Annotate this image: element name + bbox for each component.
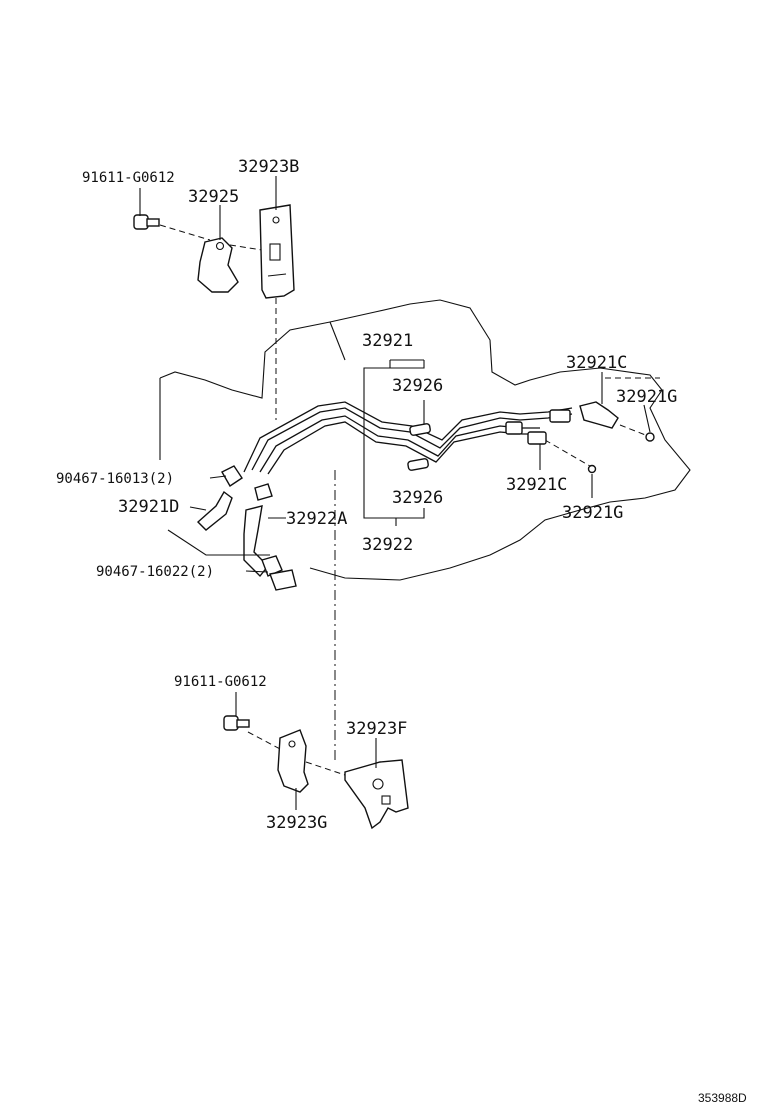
label-bracket-32923f: 32923F (346, 719, 407, 739)
label-gasket-32921g-top: 32921G (616, 387, 677, 407)
label-hose-32922a: 32922A (286, 509, 347, 529)
hose-parts (196, 465, 297, 591)
leader-lines (139, 176, 651, 810)
leader-dashes (159, 224, 660, 776)
bolt-top-part (133, 214, 160, 230)
oil-cooler-tubes (243, 401, 573, 475)
label-clamp-32925: 32925 (188, 187, 239, 207)
grommet-parts (407, 423, 431, 471)
part-labels: 91611-G0612 32923B 32925 32921 32921C 32… (56, 157, 747, 1105)
bracket-32923g-part (277, 729, 309, 793)
label-bracket-32923g: 32923G (266, 813, 327, 833)
label-clip-16013: 90467-16013(2) (56, 471, 174, 487)
label-grommet-top: 32926 (392, 376, 443, 396)
label-tube-32922: 32922 (362, 535, 413, 555)
label-gasket-32921g-bottom: 32921G (562, 503, 623, 523)
label-bolt-top: 91611-G0612 (82, 170, 175, 186)
label-grommet-bottom: 32926 (392, 488, 443, 508)
label-bracket-32923b: 32923B (238, 157, 299, 177)
clamp-32925-part (197, 237, 239, 293)
bolt-bottom-part (223, 715, 250, 731)
label-tube-32921: 32921 (362, 331, 413, 351)
bracket-32923f-part (344, 759, 409, 830)
label-hose-32921d: 32921D (118, 497, 179, 517)
label-bolt-bottom: 91611-G0612 (174, 674, 267, 690)
diagram-reference-code: 353988D (698, 1091, 747, 1105)
label-union-32921c-top: 32921C (566, 353, 627, 373)
union-32921c-top-part (579, 401, 655, 474)
label-clip-16022: 90467-16022(2) (96, 564, 214, 580)
bracket-32923b-part (259, 204, 295, 299)
transmission-outline (159, 299, 691, 581)
label-union-32921c-mid: 32921C (506, 475, 567, 495)
